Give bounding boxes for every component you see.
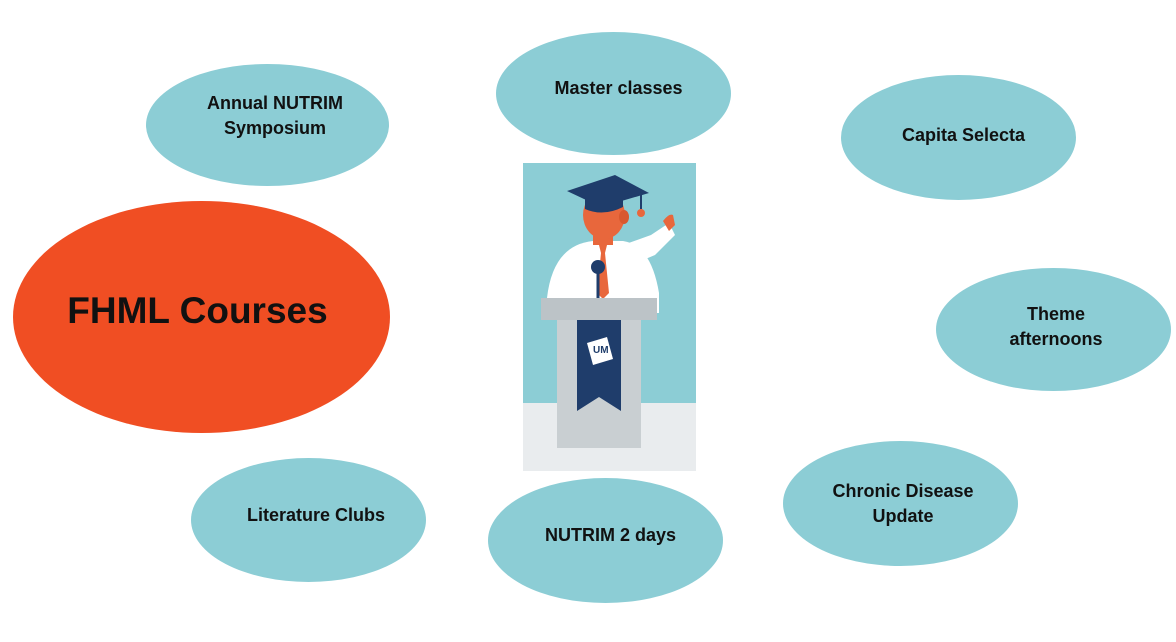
capita-selecta-node: Capita Selecta	[841, 75, 1076, 200]
theme-afternoons-node: Theme afternoons	[936, 268, 1171, 391]
fhml-courses-label: FHML Courses	[67, 290, 328, 331]
chronic-disease-update-label: Chronic Disease Update	[832, 480, 974, 526]
fhml-courses-node: FHML Courses	[13, 201, 390, 433]
master-classes-node: Master classes	[496, 32, 731, 155]
annual-nutrim-symposium-node: Annual NUTRIM Symposium	[146, 64, 389, 186]
annual-nutrim-symposium-label: Annual NUTRIM Symposium	[207, 93, 343, 138]
nutrim-2-days-node: NUTRIM 2 days	[488, 478, 723, 603]
theme-afternoons-label: Theme afternoons	[1009, 304, 1103, 349]
literature-clubs-node: Literature Clubs	[191, 458, 426, 582]
nutrim-2-days-label: NUTRIM 2 days	[544, 525, 677, 545]
um-logo-text: UM	[593, 345, 609, 356]
master-classes-label: Master classes	[554, 78, 683, 98]
graduate-lecturer-at-podium-icon: UM	[523, 163, 696, 471]
literature-clubs-label: Literature Clubs	[246, 504, 386, 525]
chronic-disease-update-node: Chronic Disease Update	[783, 441, 1018, 566]
capita-selecta-label: Capita Selecta	[901, 124, 1026, 145]
